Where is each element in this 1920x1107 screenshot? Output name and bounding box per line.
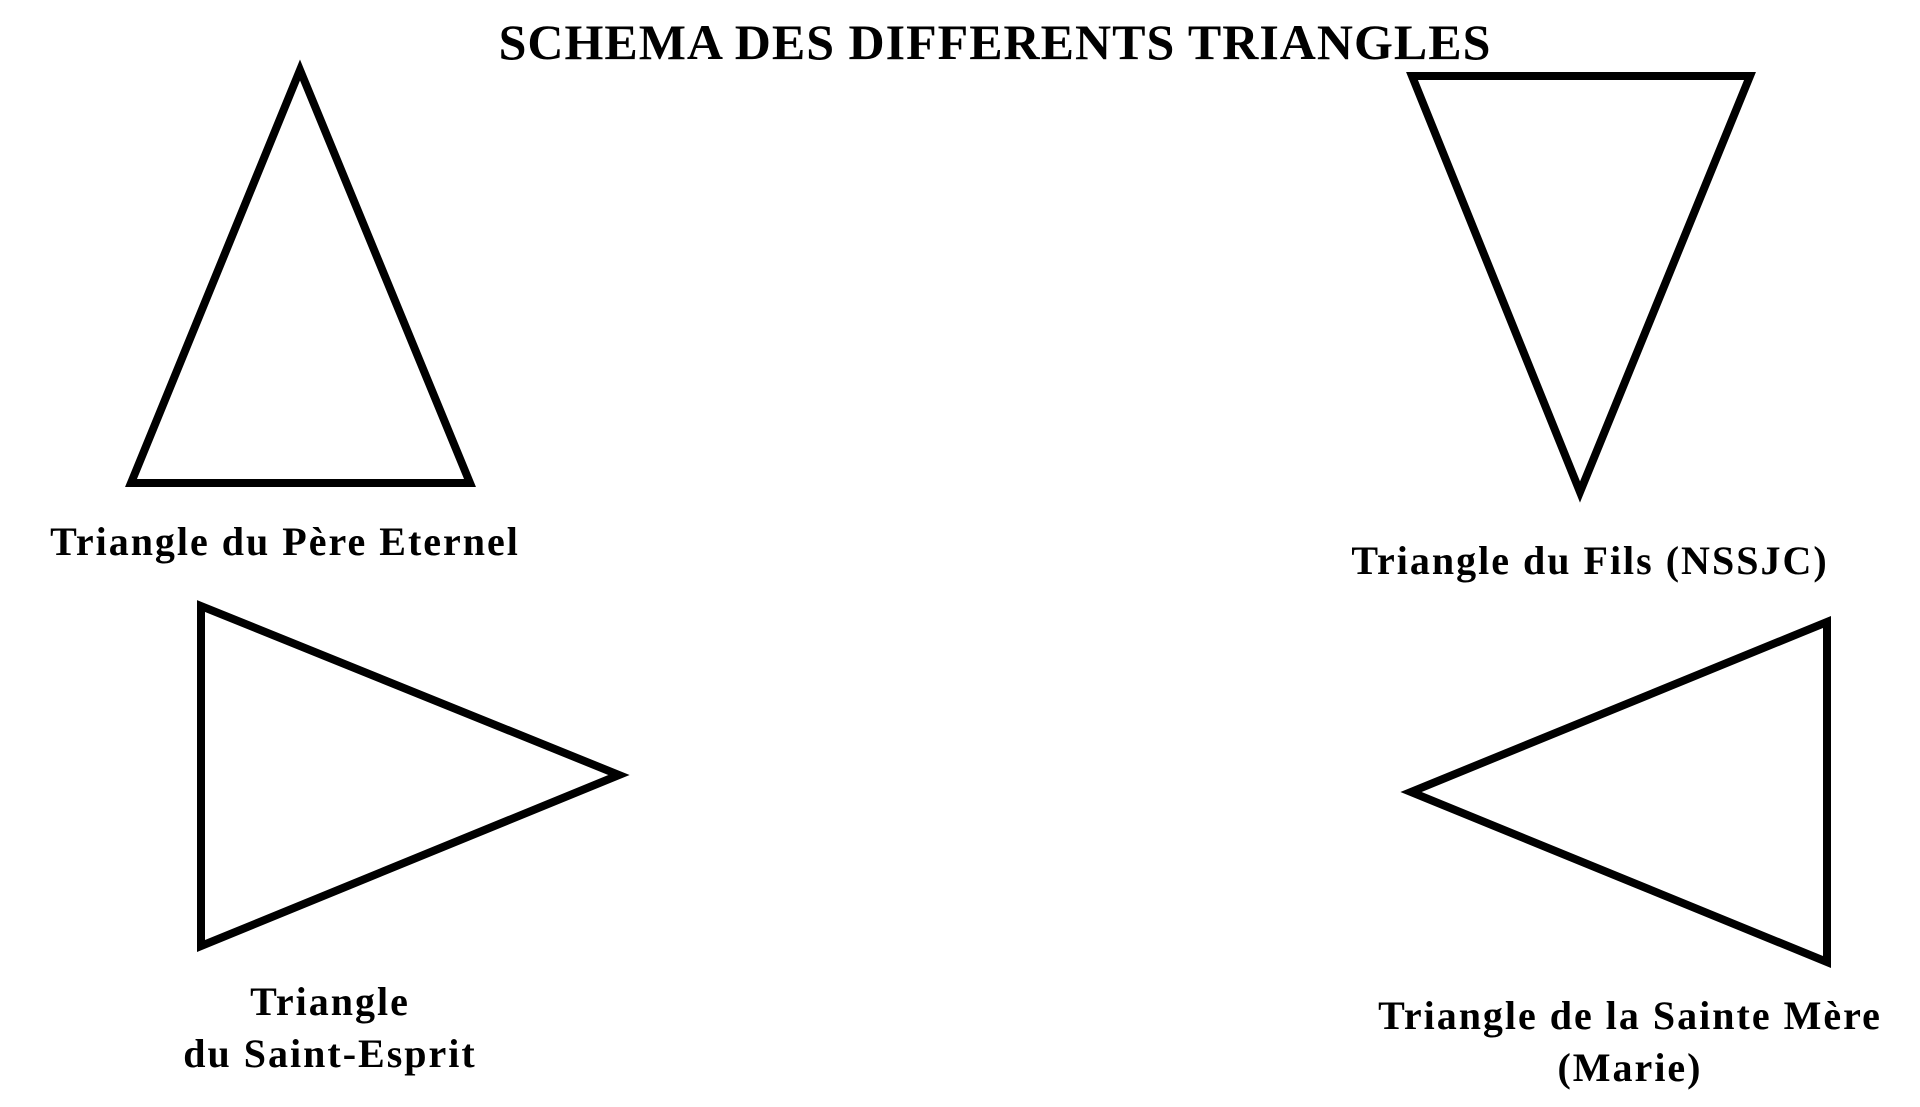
triangle-up <box>125 59 476 487</box>
label-saint-esprit: Triangle du Saint-Esprit <box>183 979 477 1076</box>
triangle-right <box>197 600 630 952</box>
label-fils: Triangle du Fils (NSSJC) <box>1351 538 1829 583</box>
label-sainte-mere: Triangle de la Sainte Mère (Marie) <box>1378 993 1882 1090</box>
triangle-down <box>1406 72 1756 503</box>
label-pere-eternel: Triangle du Père Eternel <box>50 519 520 564</box>
diagram-title: SCHEMA DES DIFFERENTS TRIANGLES <box>498 14 1492 70</box>
triangle-left <box>1400 616 1831 968</box>
